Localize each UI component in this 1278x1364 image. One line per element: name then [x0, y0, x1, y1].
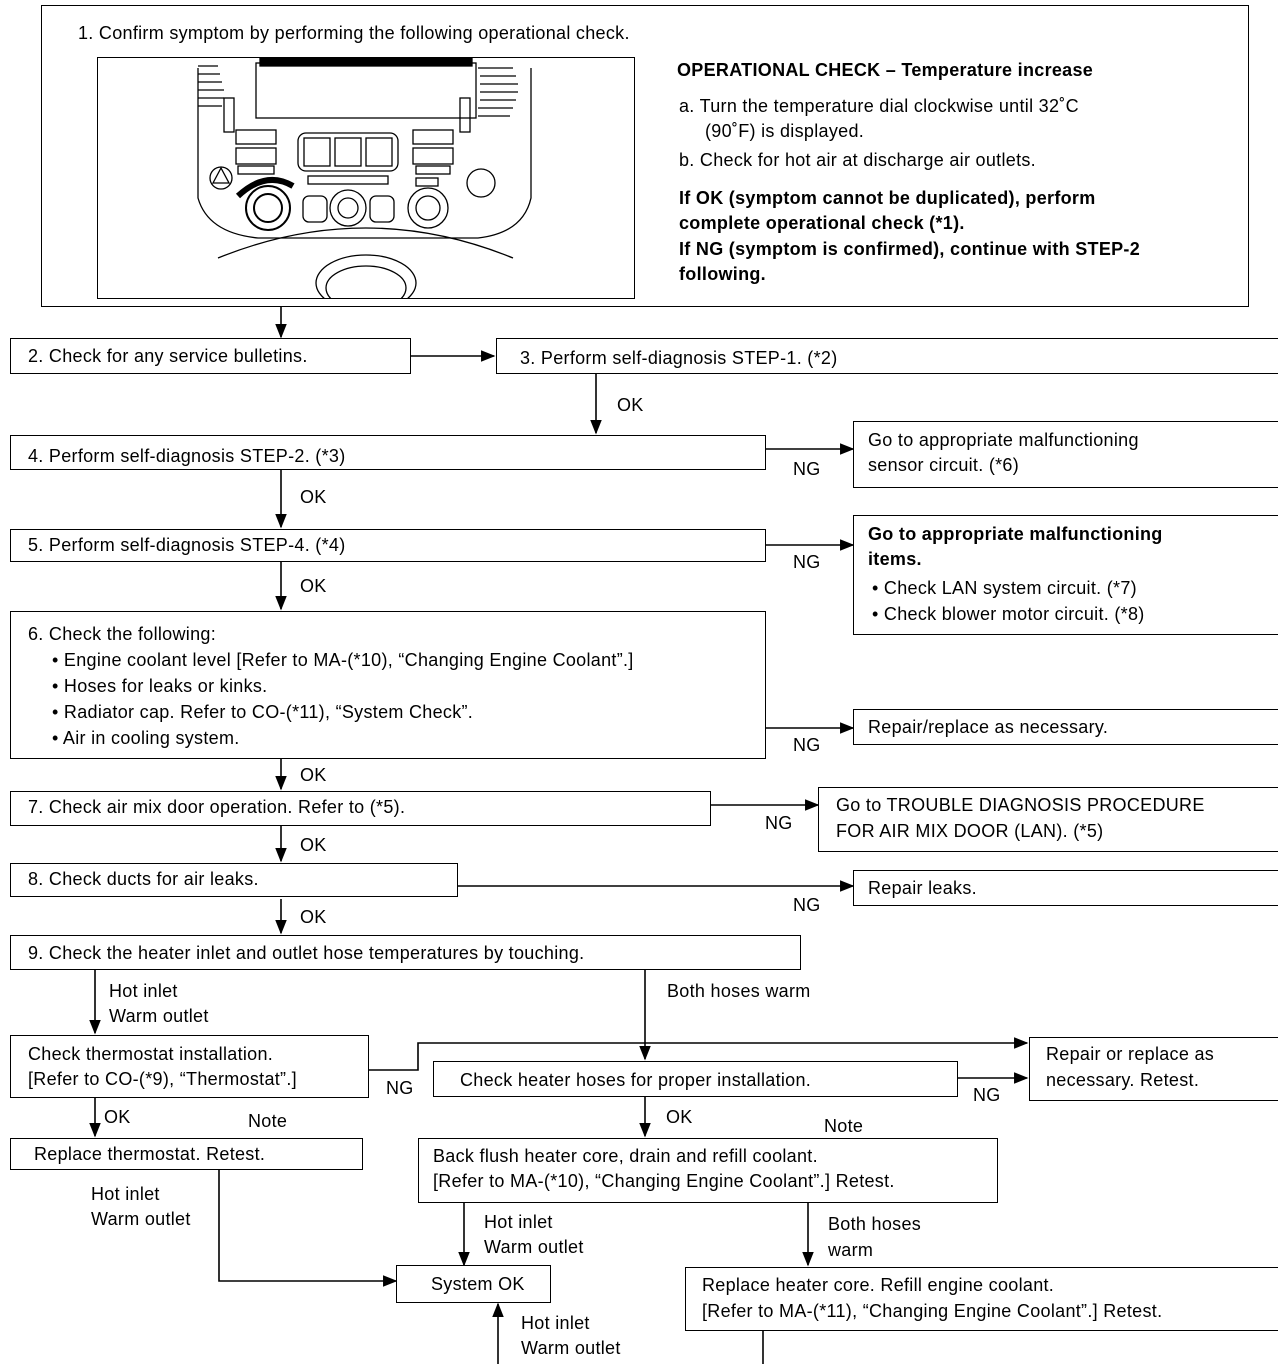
check-step-a-line1: a. Turn the temperature dial clockwise u… — [679, 96, 1079, 116]
step6-ng-text: Repair/replace as necessary. — [868, 717, 1109, 737]
step6-item2: • Hoses for leaks or kinks. — [52, 676, 268, 696]
step9-box — [10, 935, 801, 970]
step1-title: 1. Confirm symptom by performing the fol… — [78, 23, 630, 43]
step6-title: 6. Check the following: — [28, 624, 216, 644]
step4-box — [10, 435, 766, 470]
both-hoses-label: Both hoses — [828, 1214, 922, 1234]
if-ng-line2: following. — [679, 264, 766, 284]
step8-text: 8. Check ducts for air leaks. — [28, 869, 259, 889]
ok-label-thermo: OK — [104, 1107, 131, 1127]
ng-label-8: NG — [793, 895, 821, 915]
system-ok-box — [396, 1265, 551, 1303]
replace-thermostat-text: Replace thermostat. Retest. — [34, 1144, 266, 1164]
ok-label-hoses: OK — [666, 1107, 693, 1127]
check-step-b: b. Check for hot air at discharge air ou… — [679, 150, 1036, 170]
note-label-thermo: Note — [248, 1111, 288, 1131]
step6-item4: • Air in cooling system. — [52, 728, 240, 748]
ok-label-7: OK — [300, 835, 327, 855]
replace-heater-core-line1: Replace heater core. Refill engine coola… — [702, 1275, 1055, 1295]
warm-outlet-label-d: Warm outlet — [521, 1338, 621, 1358]
step4-ng-line1: Go to appropriate malfunctioning — [868, 430, 1139, 450]
note-label-hoses: Note — [824, 1116, 864, 1136]
thermostat-check-box — [10, 1035, 369, 1098]
ac-control-panel-image — [197, 58, 532, 298]
step6-box — [10, 611, 766, 759]
replace-heater-core-box — [685, 1267, 1278, 1331]
step7-box — [10, 791, 711, 826]
step4-ng-line2: sensor circuit. (*6) — [868, 455, 1020, 475]
hot-inlet-label-d: Hot inlet — [521, 1313, 590, 1333]
ng-label-thermo: NG — [386, 1078, 414, 1098]
warm-outlet-label-a: Warm outlet — [109, 1006, 209, 1026]
ok-label-6: OK — [300, 765, 327, 785]
step3-text: 3. Perform self-diagnosis STEP-1. (*2) — [520, 348, 838, 368]
repair-replace-line2: necessary. Retest. — [1046, 1070, 1200, 1090]
step3-box — [496, 338, 1278, 374]
step8-ng-text: Repair leaks. — [868, 878, 977, 898]
hot-inlet-label-c: Hot inlet — [484, 1212, 553, 1232]
control-panel-illustration — [97, 57, 635, 299]
ng-label-7: NG — [765, 813, 793, 833]
step5-ng-title1: Go to appropriate malfunctioning — [868, 524, 1163, 544]
if-ok-line1: If OK (symptom cannot be duplicated), pe… — [679, 188, 1096, 208]
step2-text: 2. Check for any service bulletins. — [28, 346, 308, 366]
step7-ng-line2: FOR AIR MIX DOOR (LAN). (*5) — [836, 821, 1104, 841]
heater-hoses-box — [433, 1061, 958, 1097]
step5-ng-item2: • Check blower motor circuit. (*8) — [872, 604, 1145, 624]
step5-text: 5. Perform self-diagnosis STEP-4. (*4) — [28, 535, 346, 555]
step7-ng-box — [818, 787, 1278, 852]
replace-thermostat-box — [10, 1138, 363, 1170]
repair-replace-box — [1029, 1037, 1278, 1101]
step6-item3: • Radiator cap. Refer to CO-(*11), “Syst… — [52, 702, 474, 722]
check-step-a-line2: (90˚F) is displayed. — [705, 121, 865, 141]
both-hoses-warm-label: Both hoses warm — [667, 981, 811, 1001]
step9-text: 9. Check the heater inlet and outlet hos… — [28, 943, 585, 963]
ng-label-6: NG — [793, 735, 821, 755]
if-ok-line2: complete operational check (*1). — [679, 213, 965, 233]
step6-ng-box — [853, 709, 1278, 745]
step8-box — [10, 863, 458, 897]
thermostat-check-line1: Check thermostat installation. — [28, 1044, 274, 1064]
back-flush-box — [418, 1138, 998, 1203]
back-flush-line2: [Refer to MA-(*10), “Changing Engine Coo… — [433, 1171, 895, 1191]
step2-box — [10, 338, 411, 374]
step8-ng-box — [853, 870, 1278, 906]
ng-label-5: NG — [793, 552, 821, 572]
warm-label: warm — [828, 1240, 874, 1260]
ok-label-8: OK — [300, 907, 327, 927]
thermostat-check-line2: [Refer to CO-(*9), “Thermostat”.] — [28, 1069, 297, 1089]
repair-replace-line1: Repair or replace as — [1046, 1044, 1215, 1064]
hot-inlet-label-a: Hot inlet — [109, 981, 178, 1001]
warm-outlet-label-c: Warm outlet — [484, 1237, 584, 1257]
step7-text: 7. Check air mix door operation. Refer t… — [28, 797, 406, 817]
step5-ng-title2: items. — [868, 549, 922, 569]
step4-text: 4. Perform self-diagnosis STEP-2. (*3) — [28, 446, 346, 466]
back-flush-line1: Back flush heater core, drain and refill… — [433, 1146, 818, 1166]
ok-label-5: OK — [300, 576, 327, 596]
operational-check-title: OPERATIONAL CHECK – Temperature increase — [677, 60, 1094, 80]
step6-item1: • Engine coolant level [Refer to MA-(*10… — [52, 650, 634, 670]
ng-label-4: NG — [793, 459, 821, 479]
step4-ng-box — [853, 421, 1278, 488]
step5-ng-item1: • Check LAN system circuit. (*7) — [872, 578, 1137, 598]
ok-label-3: OK — [617, 395, 644, 415]
heater-hoses-text: Check heater hoses for proper installati… — [460, 1070, 812, 1090]
replace-heater-core-line2: [Refer to MA-(*11), “Changing Engine Coo… — [702, 1301, 1163, 1321]
hot-inlet-label-b: Hot inlet — [91, 1184, 160, 1204]
system-ok-text: System OK — [431, 1274, 525, 1294]
warm-outlet-label-b: Warm outlet — [91, 1209, 191, 1229]
step5-box — [10, 529, 766, 562]
step5-ng-box — [853, 515, 1278, 635]
ok-label-4: OK — [300, 487, 327, 507]
step7-ng-line1: Go to TROUBLE DIAGNOSIS PROCEDURE — [836, 795, 1205, 815]
ng-label-hoses: NG — [973, 1085, 1001, 1105]
if-ng-line1: If NG (symptom is confirmed), continue w… — [679, 239, 1141, 259]
